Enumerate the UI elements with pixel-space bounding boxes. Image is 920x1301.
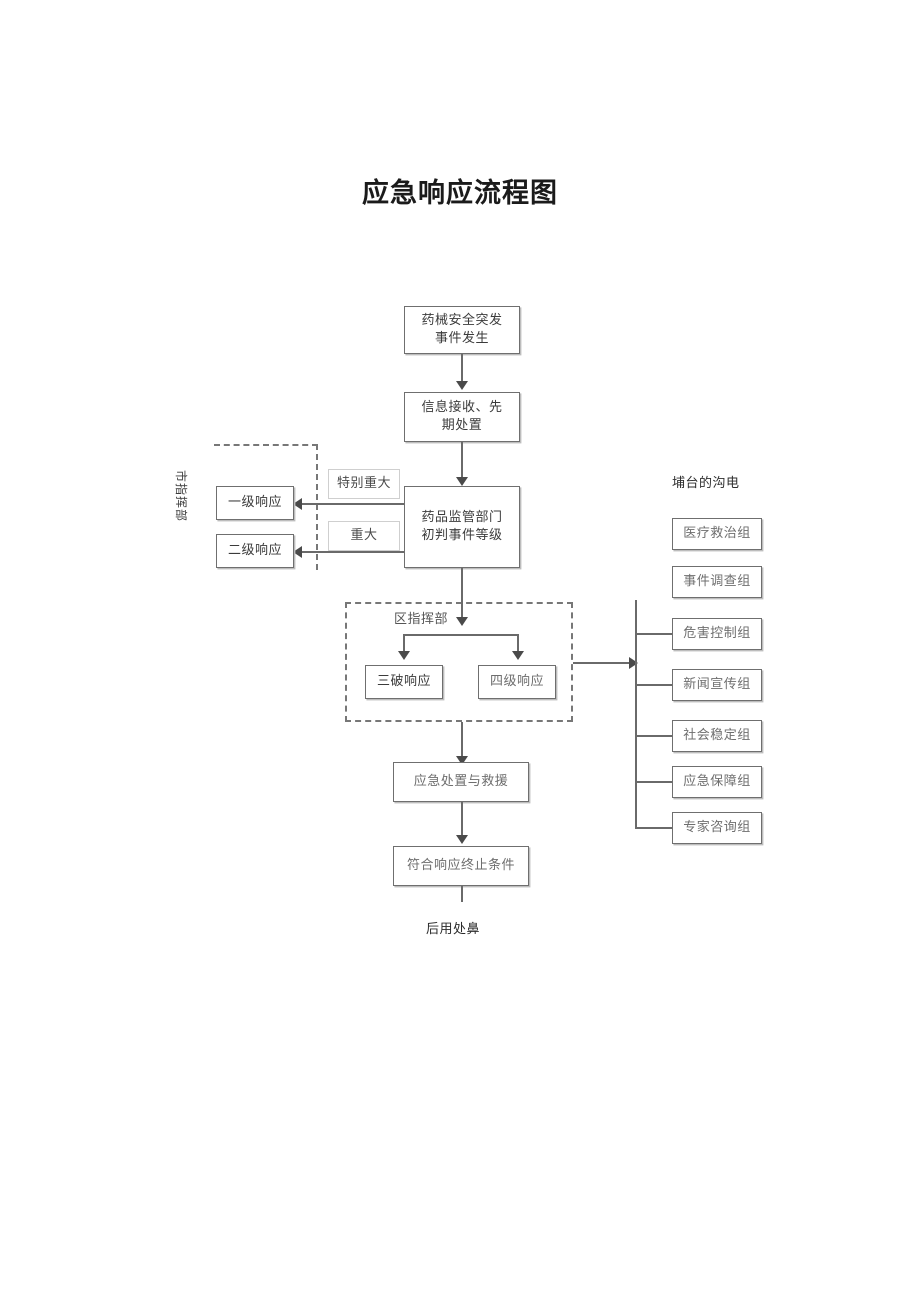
branch-group-experts	[635, 827, 673, 829]
branch-group-stability	[635, 735, 673, 737]
connector-termination-to-footer	[461, 886, 463, 902]
arrowhead-level-2	[293, 546, 302, 558]
connector-to-level-4	[517, 634, 519, 656]
node-group-press[interactable]: 新闻宣传组	[672, 669, 762, 701]
arrowhead-termination	[456, 835, 468, 844]
node-group-investigation[interactable]: 事件调查组	[672, 566, 762, 598]
node-group-medical[interactable]: 医疗救治组	[672, 518, 762, 550]
node-termination[interactable]: 符合响应终止条件	[393, 846, 529, 886]
district-command-header: 区指挥部	[394, 612, 449, 627]
connector-grading-to-level-1	[300, 503, 404, 505]
arrowhead-level-4	[512, 651, 524, 660]
branch-group-support	[635, 781, 673, 783]
district-split-bar	[403, 634, 519, 636]
node-intake[interactable]: 信息接收、先 期处置	[404, 392, 520, 442]
city-command-dashed-region	[214, 444, 318, 570]
node-group-experts[interactable]: 专家咨询组	[672, 812, 762, 844]
city-command-rotated-label: 市指挥部	[174, 470, 188, 523]
arrowhead-district-split	[456, 617, 468, 626]
district-command-dashed-region	[345, 602, 573, 722]
node-level-2-response[interactable]: 二级响应	[216, 534, 294, 568]
connector-disposal-to-termination	[461, 802, 463, 842]
connector-to-level-3	[403, 634, 405, 656]
connector-incident-to-intake	[461, 354, 463, 386]
arrowhead-grading	[456, 477, 468, 486]
node-group-stability[interactable]: 社会稳定组	[672, 720, 762, 752]
arrowhead-level-3	[398, 651, 410, 660]
footer-label: 后用处鼻	[426, 922, 481, 937]
node-level-1-response[interactable]: 一级响应	[216, 486, 294, 520]
branch-group-press	[635, 684, 673, 686]
working-groups-spine	[635, 600, 637, 828]
node-level-3-response[interactable]: 三破响应	[365, 665, 443, 699]
arrowhead-level-1	[293, 498, 302, 510]
arrowhead-intake	[456, 381, 468, 390]
working-groups-header: 埔台的沟电	[672, 476, 740, 491]
node-disposal[interactable]: 应急处置与救援	[393, 762, 529, 802]
branch-group-hazard	[635, 633, 673, 635]
connector-grading-to-district	[461, 568, 463, 624]
connector-district-to-groups	[573, 662, 635, 664]
node-group-support[interactable]: 应急保障组	[672, 766, 762, 798]
arrowhead-groups-spine	[629, 657, 638, 669]
arrowhead-disposal	[456, 756, 468, 765]
node-grading[interactable]: 药品监管部门 初判事件等级	[404, 486, 520, 568]
node-level-4-response[interactable]: 四级响应	[478, 665, 556, 699]
condition-label-major: 重大	[328, 521, 400, 551]
node-incident[interactable]: 药械安全突发 事件发生	[404, 306, 520, 354]
connector-district-to-disposal	[461, 722, 463, 762]
condition-label-special-major: 特别重大	[328, 469, 400, 499]
node-group-hazard[interactable]: 危害控制组	[672, 618, 762, 650]
connector-intake-to-grading	[461, 442, 463, 484]
page-title: 应急响应流程图	[362, 178, 558, 209]
connector-grading-to-level-2	[300, 551, 404, 553]
